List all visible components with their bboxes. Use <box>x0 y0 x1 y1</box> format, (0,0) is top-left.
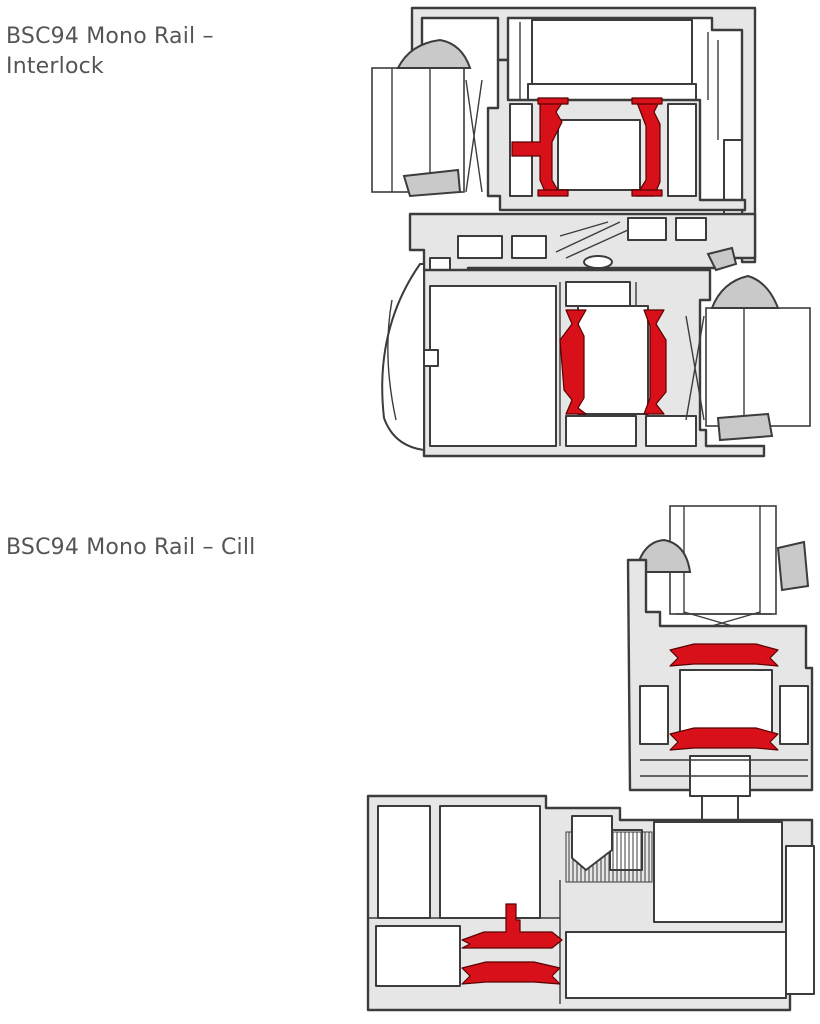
interlock-lower-thermal-break <box>559 309 667 415</box>
cill-sash-thermal-break <box>669 643 779 751</box>
cill-glass <box>634 505 810 635</box>
cill-section <box>366 505 815 1012</box>
interlock-upper-thermal-break <box>511 97 663 197</box>
interlock-lower-glass <box>685 274 811 442</box>
interlock-upper-glass <box>371 38 483 198</box>
interlock-meeting-rail <box>408 212 757 283</box>
cill-frame-thermal-break <box>461 903 563 985</box>
cill-caption-line1: BSC94 Mono Rail – Cill <box>6 535 256 560</box>
cill-bottom-frame <box>366 794 815 1012</box>
interlock-caption-line2: Interlock <box>6 54 104 79</box>
interlock-section <box>371 6 811 458</box>
interlock-caption-line1: BSC94 Mono Rail – <box>6 24 214 49</box>
interlock-caption: BSC94 Mono Rail – Interlock <box>6 22 306 82</box>
cill-caption: BSC94 Mono Rail – Cill <box>6 533 326 563</box>
interlock-lower-frame <box>381 263 766 458</box>
